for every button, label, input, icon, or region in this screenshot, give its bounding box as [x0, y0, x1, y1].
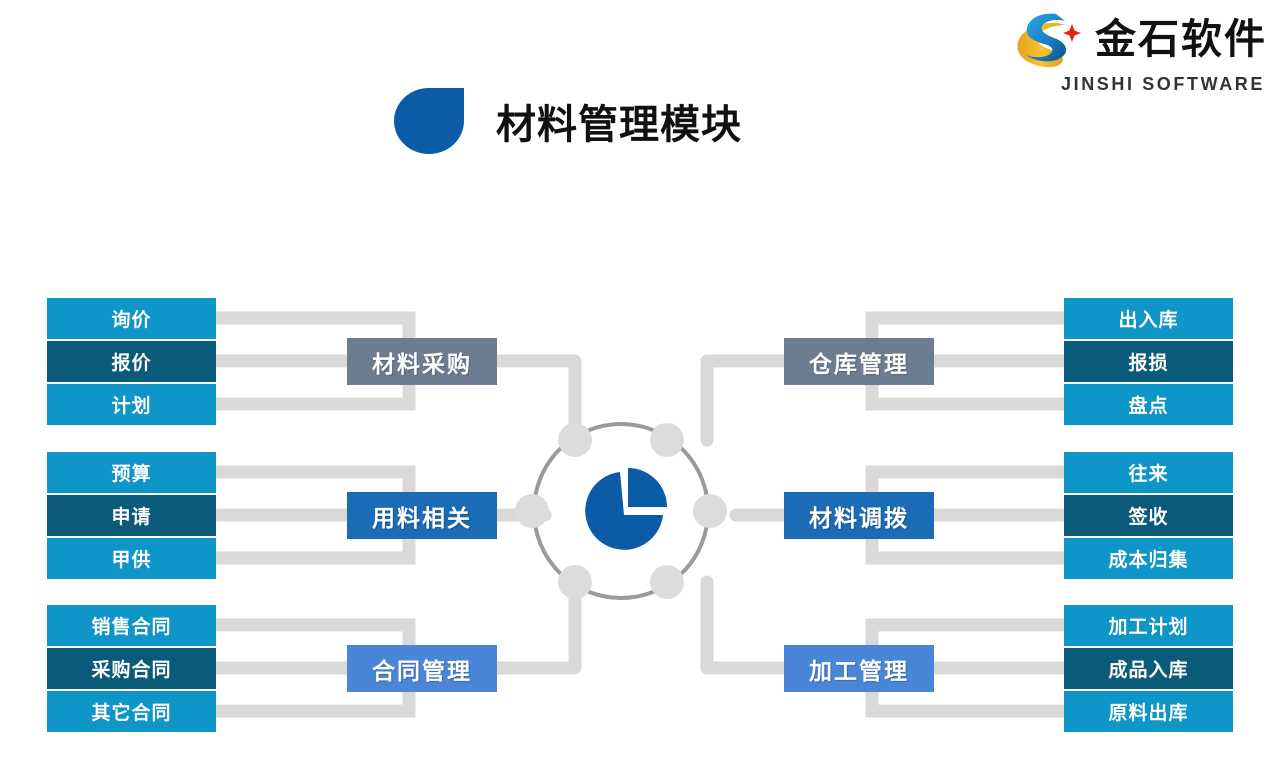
- hub-dot-top-right: [650, 423, 684, 457]
- brand-logo: 金石软件 JINSHI SOFTWARE: [1009, 8, 1267, 95]
- branch-node-contract-management[interactable]: 合同管理: [347, 645, 497, 692]
- hub-dot-left: [515, 494, 549, 528]
- leaf-node[interactable]: 加工计划: [1064, 605, 1233, 646]
- leaf-node[interactable]: 甲供: [47, 538, 216, 579]
- leaf-node[interactable]: 签收: [1064, 495, 1233, 536]
- branch-node-material-usage[interactable]: 用料相关: [347, 492, 497, 539]
- hub-dot-right: [693, 494, 727, 528]
- leaf-node[interactable]: 其它合同: [47, 691, 216, 732]
- leaf-node[interactable]: 预算: [47, 452, 216, 493]
- leaf-node[interactable]: 盘点: [1064, 384, 1233, 425]
- page-title-text: 材料管理模块: [496, 102, 742, 148]
- branch-node-processing-management[interactable]: 加工管理: [784, 645, 934, 692]
- pie-chart-icon: [581, 468, 667, 554]
- leaf-node[interactable]: 报价: [47, 341, 216, 382]
- leaf-node[interactable]: 采购合同: [47, 648, 216, 689]
- hub-dot-top-left: [558, 423, 592, 457]
- leaf-node[interactable]: 往来: [1064, 452, 1233, 493]
- leaf-node[interactable]: 报损: [1064, 341, 1233, 382]
- brand-name: 金石软件: [1095, 14, 1267, 63]
- branch-node-warehouse-management[interactable]: 仓库管理: [784, 338, 934, 385]
- center-hub: [515, 422, 727, 600]
- leaf-node[interactable]: 成本归集: [1064, 538, 1233, 579]
- brand-subtitle: JINSHI SOFTWARE: [1060, 74, 1265, 94]
- leaf-node[interactable]: 计划: [47, 384, 216, 425]
- branch-node-material-purchase[interactable]: 材料采购: [347, 338, 497, 385]
- leaf-node[interactable]: 询价: [47, 298, 216, 339]
- hub-dot-bottom-right: [650, 565, 684, 599]
- leaf-node[interactable]: 原料出库: [1064, 691, 1233, 732]
- jinshi-s-swoosh-logo-icon: [1009, 8, 1085, 70]
- leaf-node[interactable]: 出入库: [1064, 298, 1233, 339]
- branch-node-material-transfer[interactable]: 材料调拨: [784, 492, 934, 539]
- hub-dot-bottom-left: [558, 565, 592, 599]
- leaf-node[interactable]: 申请: [47, 495, 216, 536]
- page-title: 材料管理模块: [394, 88, 742, 154]
- leaf-node[interactable]: 成品入库: [1064, 648, 1233, 689]
- leaf-node[interactable]: 销售合同: [47, 605, 216, 646]
- blue-teardrop-icon: [394, 88, 464, 154]
